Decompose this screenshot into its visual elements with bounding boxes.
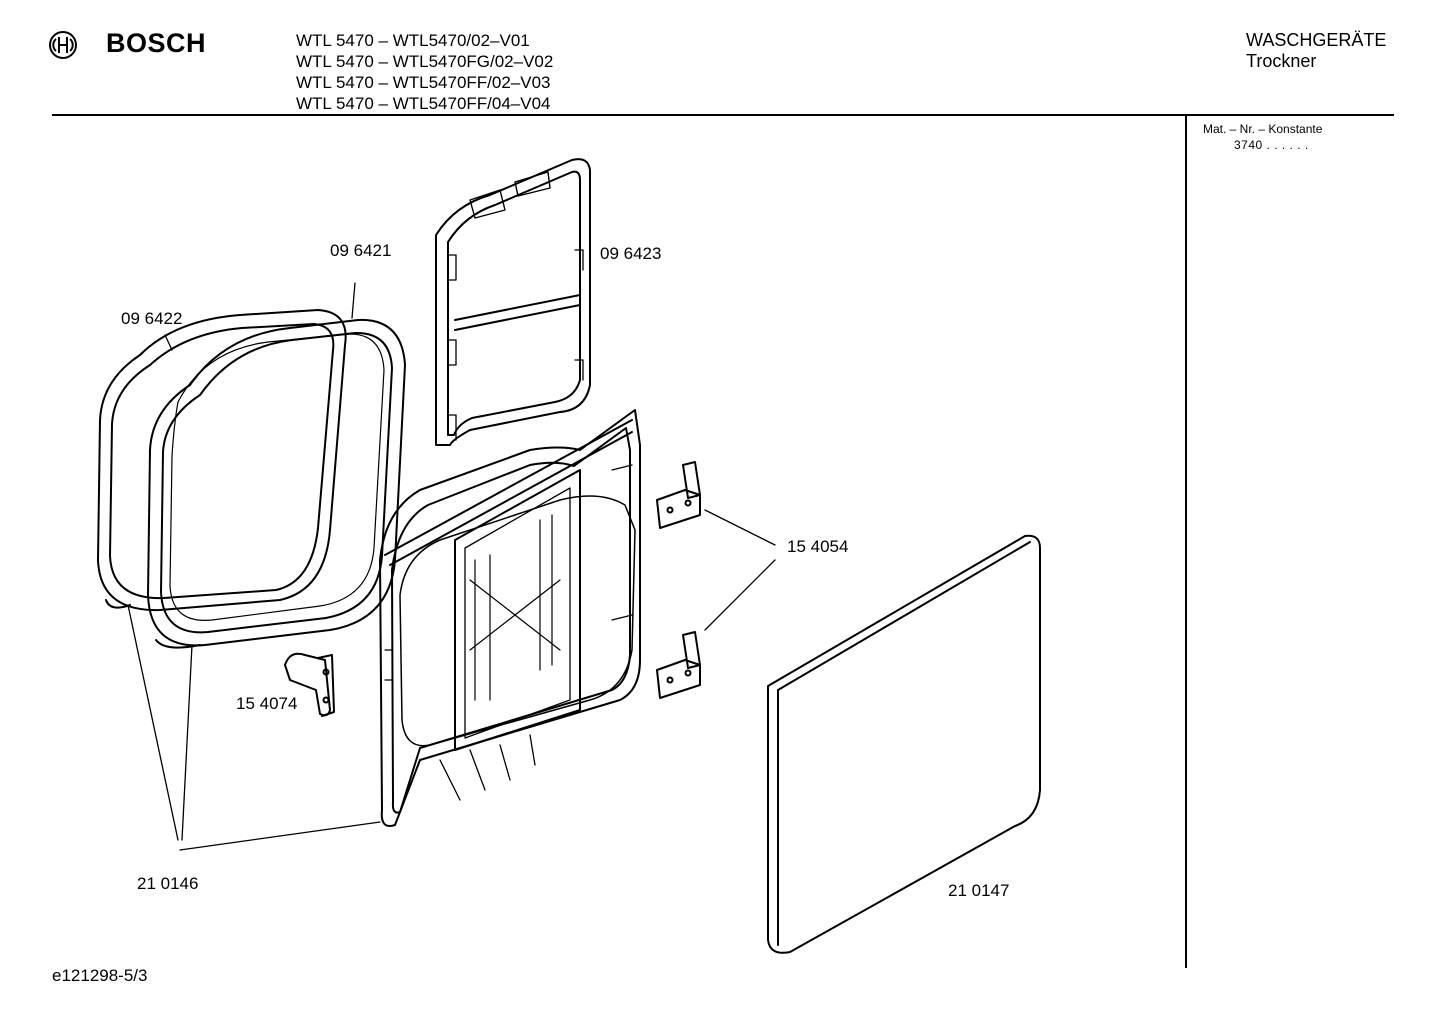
- part-label-154054: 15 4054: [787, 537, 848, 556]
- material-number-label: Mat. – Nr. – Konstante: [1203, 122, 1323, 136]
- category-title: WASCHGERÄTE: [1246, 30, 1387, 50]
- door-latch-154074: [284, 652, 335, 717]
- gasket-inner-096421: [147, 318, 406, 649]
- gasket-outer-096422: [97, 309, 347, 612]
- model-line-1: WTL 5470 – WTL5470/02–V01: [296, 31, 530, 50]
- category-block: WASCHGERÄTE Trockner: [1246, 30, 1386, 72]
- filter-frame-096423: [435, 158, 591, 446]
- door-hinge-lower-154054: [656, 631, 701, 699]
- part-label-210146: 21 0146: [137, 874, 198, 893]
- model-line-4: WTL 5470 – WTL5470FF/04–V04: [296, 94, 551, 113]
- document-code: e121298-5/3: [52, 966, 148, 985]
- model-list: WTL 5470 – WTL5470/02–V01 WTL 5470 – WTL…: [296, 30, 553, 114]
- part-label-096423: 09 6423: [600, 244, 661, 263]
- part-label-154074: 15 4074: [236, 694, 297, 713]
- bosch-armature-logo-icon: [49, 31, 77, 59]
- category-subtitle: Trockner: [1246, 51, 1317, 71]
- brand-name: BOSCH: [106, 28, 207, 58]
- sidebar-divider: [1185, 116, 1187, 968]
- model-line-2: WTL 5470 – WTL5470FG/02–V02: [296, 52, 554, 71]
- inner-door-frame: [379, 409, 641, 827]
- model-line-3: WTL 5470 – WTL5470FF/02–V03: [296, 73, 551, 92]
- door-hinge-upper-154054: [656, 461, 701, 529]
- part-label-210147: 21 0147: [948, 881, 1009, 900]
- header-divider: [52, 114, 1394, 116]
- door-panel-210147: [767, 534, 1041, 954]
- part-label-096421: 09 6421: [330, 241, 391, 260]
- leader-lines: [127, 282, 776, 851]
- material-number-value: 3740 . . . . . .: [1234, 138, 1309, 152]
- part-label-096422: 09 6422: [121, 309, 182, 328]
